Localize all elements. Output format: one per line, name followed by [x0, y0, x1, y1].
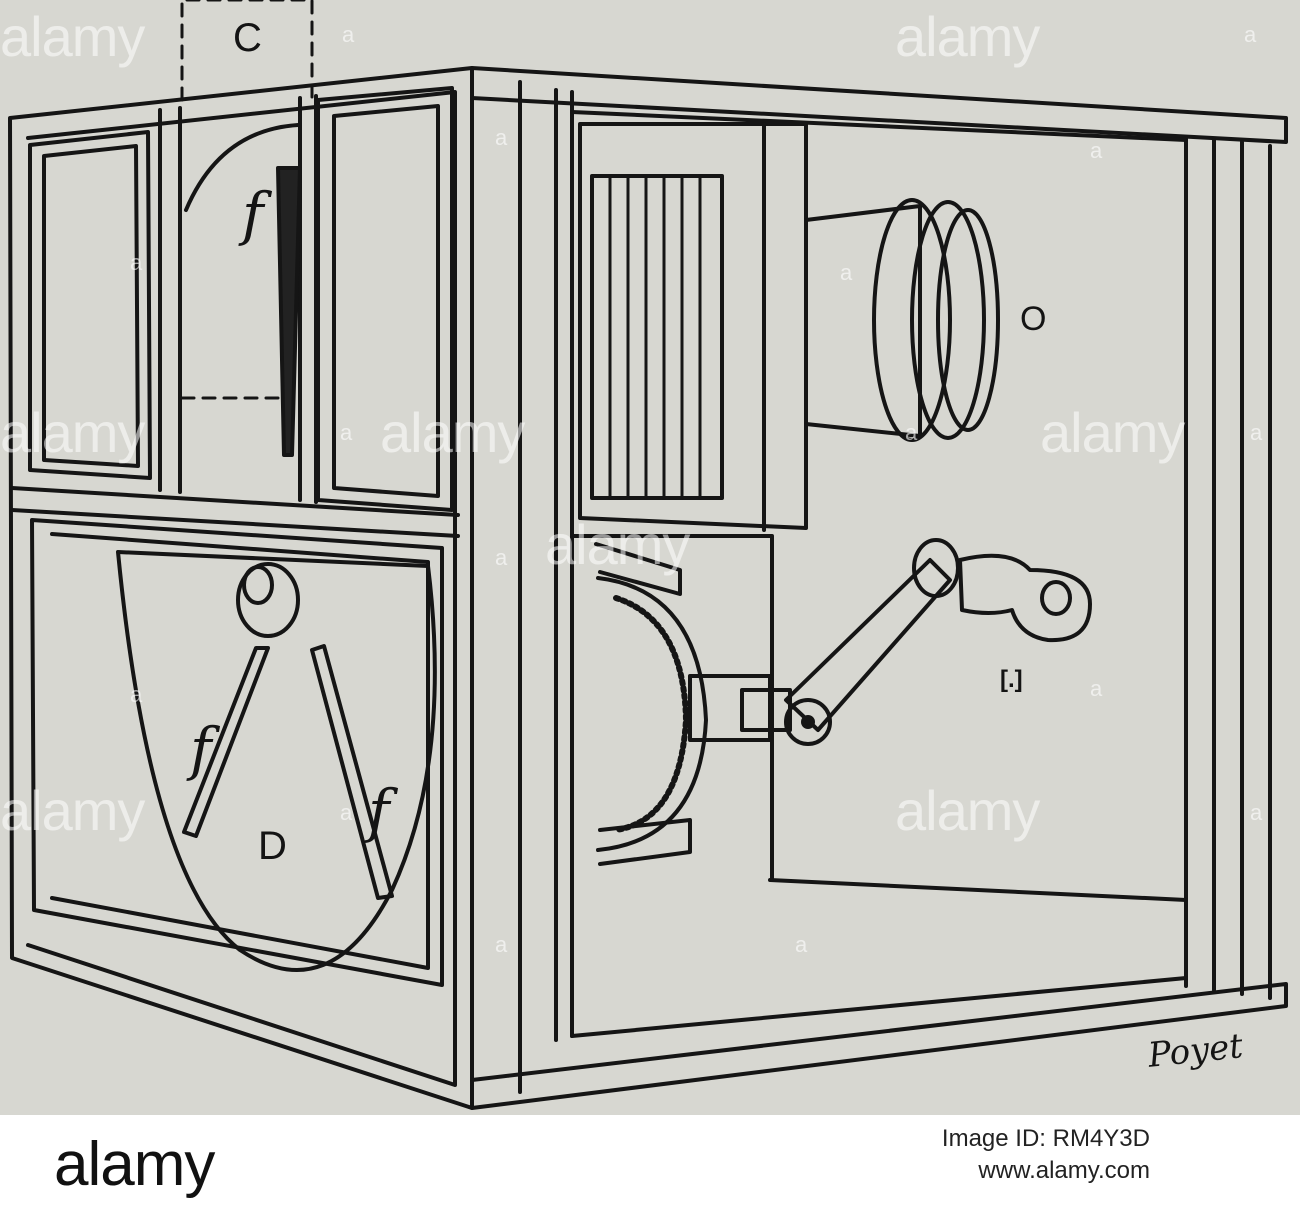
label-d: D [258, 824, 287, 868]
watermark-mark: a [840, 260, 853, 285]
slot-c-outline [180, 0, 314, 102]
watermark-mark: a [340, 800, 353, 825]
watermark-mark: a [795, 932, 808, 957]
watermark: alamy [0, 779, 145, 842]
disc-blade-left [182, 646, 270, 838]
watermark-mark: a [1250, 420, 1263, 445]
disc-blade-right [310, 644, 394, 900]
watermark: alamy [895, 5, 1040, 68]
label-f-top: f [242, 180, 264, 248]
artist-signature: Poyet [1146, 1026, 1245, 1076]
upper-left-window [28, 130, 152, 480]
label-o: O [1020, 300, 1047, 338]
watermark-mark: a [1250, 800, 1263, 825]
gear-wheel [596, 576, 708, 852]
label-f-left: f [190, 715, 212, 783]
crank-handle [958, 553, 1092, 643]
image-id: Image ID: RM4Y3D [941, 1125, 1150, 1152]
right-face-bottom [470, 982, 1288, 1110]
disc-d [116, 550, 437, 972]
watermark-mark: a [495, 545, 508, 570]
site-url: www.alamy.com [978, 1157, 1150, 1184]
watermark: alamy [0, 5, 145, 68]
lower-panel [30, 518, 444, 987]
watermark-mark: a [495, 932, 508, 957]
label-c: C [233, 16, 262, 60]
label-m: [.] [1000, 666, 1023, 693]
watermark-mark: a [1244, 22, 1257, 47]
right-face-top [470, 66, 1288, 144]
watermark: alamy [545, 513, 690, 576]
stock-logo: alamy [54, 1130, 215, 1199]
watermark-mark: a [340, 420, 353, 445]
watermark-mark: a [1090, 138, 1103, 163]
lens-front [872, 198, 952, 442]
lens-barrel [804, 204, 922, 438]
watermark-mark: a [1090, 676, 1103, 701]
upper-blade [276, 166, 302, 457]
watermark: alamy [895, 779, 1040, 842]
watermark-mark: a [130, 250, 143, 275]
crank-arm [784, 558, 952, 732]
bottom-bar: alamy Image ID: RM4Y3D www.alamy.com [0, 1115, 1300, 1205]
watermark: alamy [1040, 401, 1185, 464]
gear-bracket [688, 674, 772, 742]
watermark: alamy [0, 401, 145, 464]
label-f-right: f [368, 777, 390, 845]
watermark-mark: a [130, 682, 143, 707]
watermark-mark: a [342, 22, 355, 47]
engraving-figure: C f f f D O [.] Poyet alamy alamy alamy … [0, 0, 1288, 1110]
watermark-mark: a [495, 125, 508, 150]
watermark: alamy [380, 401, 525, 464]
bellows-box [578, 122, 808, 530]
watermark-mark: a [905, 420, 918, 445]
projector-box-drawing [8, 0, 1288, 1110]
